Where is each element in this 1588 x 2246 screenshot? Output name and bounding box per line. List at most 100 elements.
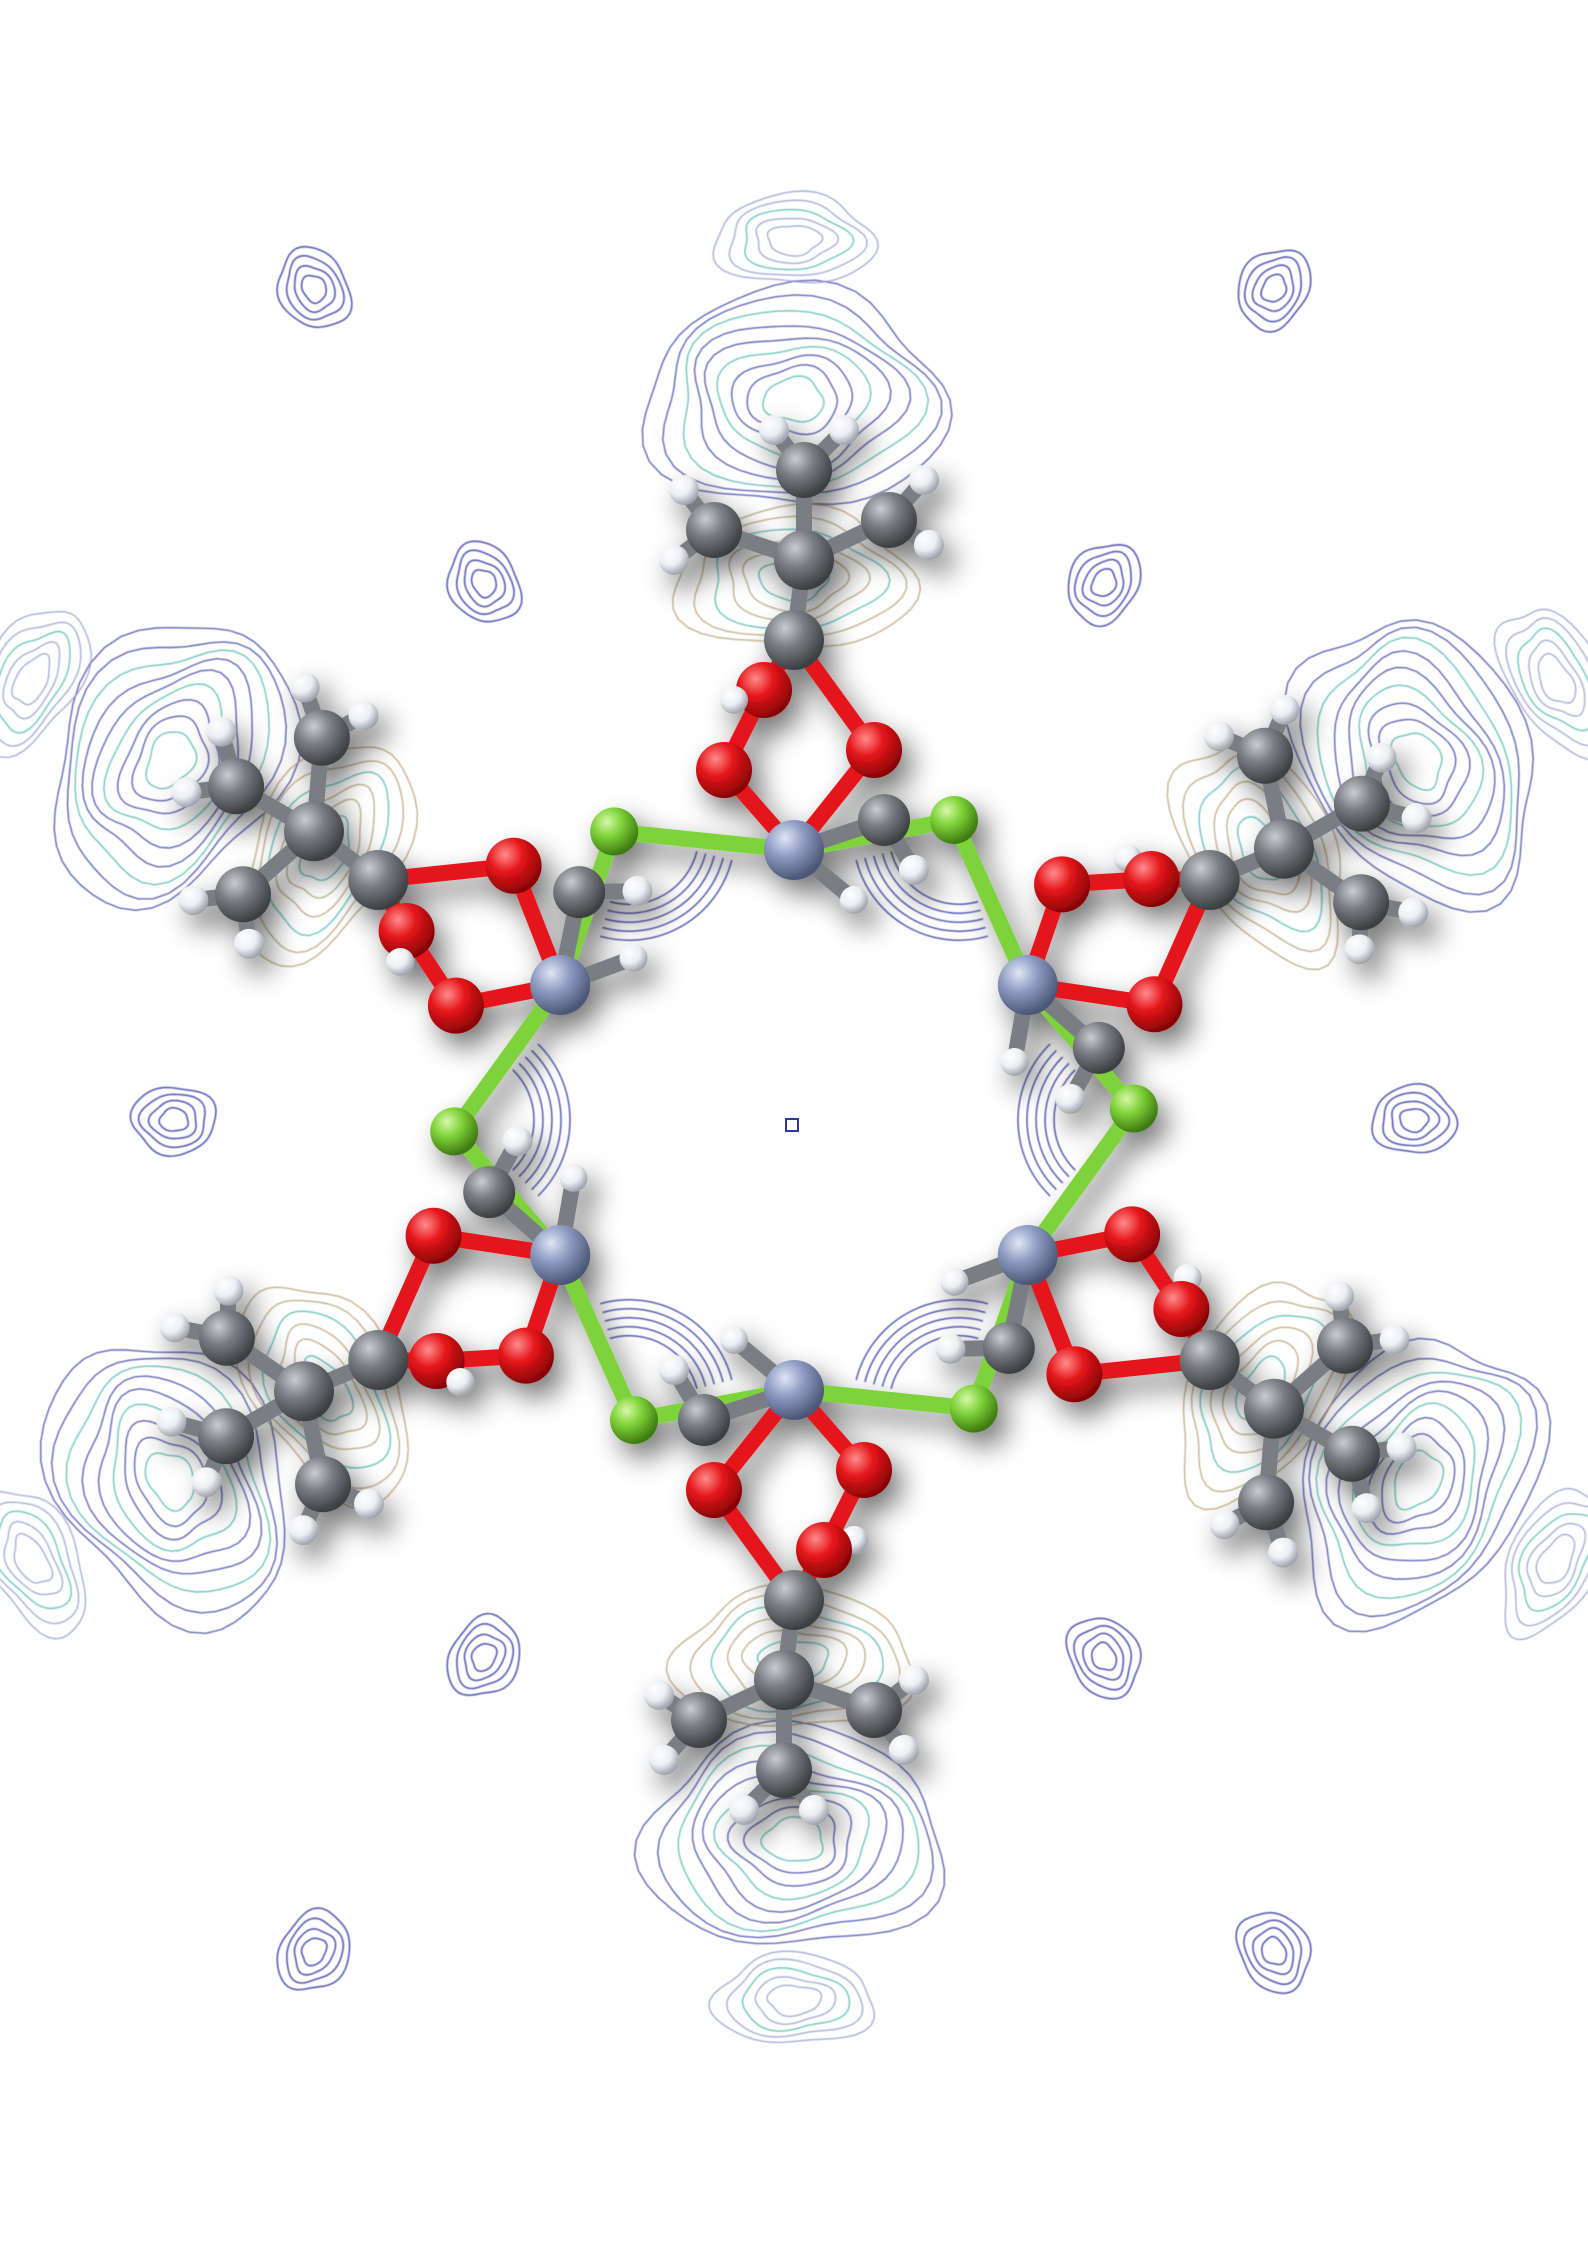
contour-crescent	[531, 1049, 562, 1191]
hydrogen-atom	[829, 415, 859, 445]
hydrogen-atom	[914, 530, 944, 560]
contour-crescent	[524, 1056, 553, 1184]
contour-line	[1378, 718, 1457, 805]
contour-line	[234, 1286, 409, 1510]
contour-crescent	[599, 1299, 733, 1381]
contour-island	[1073, 1624, 1133, 1691]
contour-line	[81, 657, 253, 868]
hydrogen-atom	[1204, 721, 1234, 752]
hydrogen-atom	[1401, 803, 1432, 834]
carbon-atom	[982, 1321, 1035, 1374]
oxygen-atom	[427, 977, 484, 1034]
hydrogen-atom	[889, 1735, 919, 1765]
contour-crescent	[881, 853, 981, 914]
contour-line	[124, 1419, 223, 1541]
contour-line	[261, 1310, 392, 1469]
contour-crescent	[609, 1334, 698, 1389]
hydrogen-atom	[559, 1164, 588, 1192]
contour-line	[708, 1950, 875, 2044]
contour-line	[633, 1720, 946, 1945]
hydrogen-atom	[156, 1406, 187, 1437]
contour-line	[744, 208, 855, 271]
metal-atom	[764, 820, 824, 880]
hydrogen-atom	[659, 545, 689, 575]
hydrogen-atom	[935, 1333, 966, 1364]
hydrogen-atom	[171, 777, 202, 808]
contour-line	[754, 1976, 837, 2025]
hydrogen-atom	[799, 1795, 829, 1825]
contour-crescent	[864, 1308, 986, 1383]
contour-island	[463, 559, 506, 608]
contour-line	[760, 1816, 824, 1862]
contour-island	[137, 1093, 206, 1149]
contour-island	[1091, 1641, 1118, 1671]
contour-line	[1505, 617, 1588, 747]
contour-line	[1518, 1513, 1588, 1612]
contour-line	[0, 610, 93, 759]
hydrogen-atom	[213, 1275, 244, 1306]
carbon-atom	[198, 1408, 255, 1465]
contour-crescent	[607, 1326, 707, 1387]
contour-line	[66, 641, 287, 900]
contour-line	[81, 1375, 263, 1575]
contour-crescent	[599, 859, 733, 941]
fluorine-atom	[610, 1396, 658, 1444]
contour-line	[133, 1436, 209, 1528]
contour-island	[1067, 543, 1142, 628]
hydrogen-atom	[502, 1126, 533, 1157]
contour-line	[144, 1452, 195, 1512]
contour-line	[1283, 619, 1534, 913]
contour-line	[741, 1967, 851, 2032]
contour-line	[1517, 627, 1588, 732]
contour-line	[689, 1593, 901, 1720]
contour-island	[455, 549, 515, 616]
contour-line	[766, 225, 824, 257]
hydrogen-atom	[1398, 897, 1429, 928]
carbon-atom	[1072, 1021, 1125, 1074]
contour-line	[746, 364, 839, 436]
hydrogen-atom	[348, 700, 379, 731]
hydrogen-atom	[729, 1795, 759, 1825]
contour-line	[11, 652, 51, 706]
oxygen-atom	[846, 722, 902, 778]
contour-island	[293, 1927, 337, 1976]
hydrogen-atom	[1268, 1537, 1299, 1568]
contour-crescent	[537, 1043, 571, 1197]
contour-island	[286, 1917, 345, 1984]
metal-atom	[997, 955, 1058, 1015]
metal-atom	[530, 1225, 591, 1285]
contour-line	[1537, 652, 1577, 704]
carbon-atom	[293, 709, 350, 766]
fluorine-atom	[590, 807, 639, 856]
contour-line	[1394, 1449, 1445, 1511]
molecule-drop-shadow	[156, 415, 1432, 1825]
carbon-atom	[348, 1330, 409, 1390]
fluorine-atom	[430, 1107, 479, 1156]
oxygen-atom	[497, 1327, 554, 1384]
carbon-atom	[274, 1361, 334, 1422]
hydrogen-atom	[644, 1680, 674, 1710]
carbon-atom	[1179, 850, 1240, 910]
carbon-atom	[295, 1456, 351, 1513]
contour-island	[1371, 1082, 1459, 1154]
contour-line	[97, 1388, 252, 1562]
oxygen-atom	[405, 1207, 462, 1264]
hydrogen-atom	[234, 928, 264, 959]
contour-line	[712, 190, 880, 284]
contour-line	[0, 1510, 72, 1610]
contour-line	[693, 515, 908, 638]
carbon-atom	[1254, 818, 1314, 879]
contour-line	[693, 325, 912, 481]
oxygen-atom	[485, 837, 542, 894]
hydrogen-atom	[159, 1312, 190, 1343]
hydrogen-atom	[619, 944, 648, 972]
hydrogen-atom	[288, 1515, 319, 1546]
contour-line	[0, 1490, 87, 1640]
contour-line	[116, 699, 221, 815]
contour-line	[728, 199, 868, 276]
oxygen-atom	[1153, 1281, 1210, 1337]
carbon-atom	[858, 794, 910, 846]
contour-line	[1299, 626, 1520, 896]
contour-crescent	[881, 1326, 981, 1387]
contour-line	[641, 279, 953, 506]
